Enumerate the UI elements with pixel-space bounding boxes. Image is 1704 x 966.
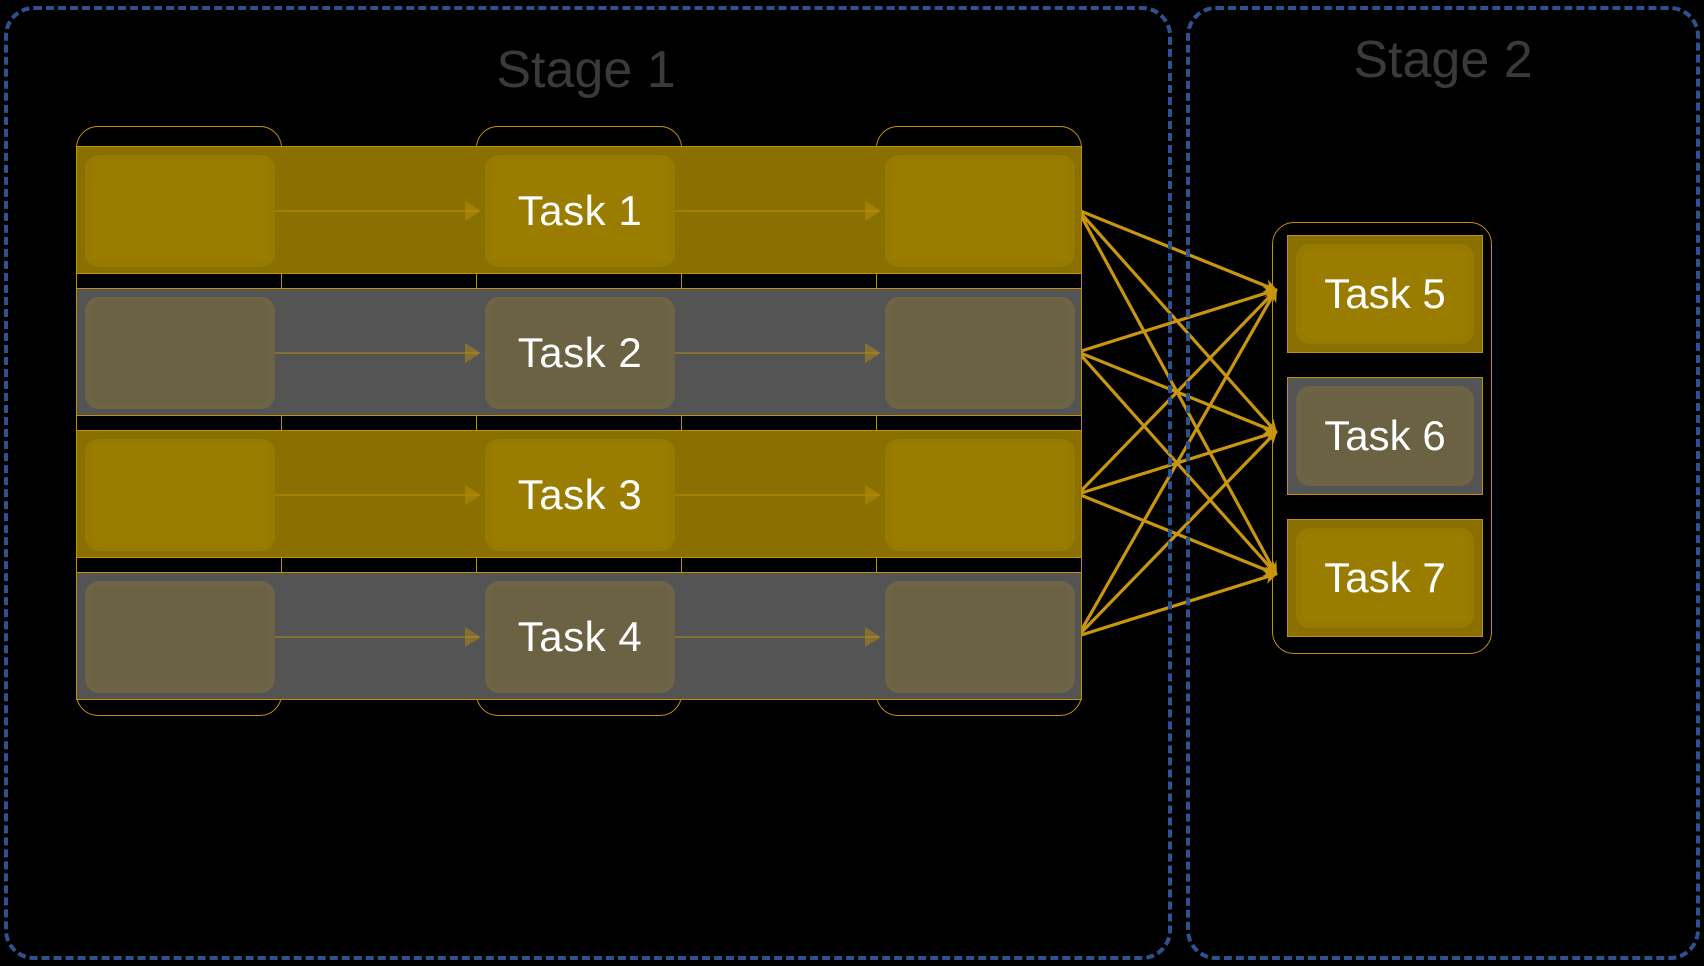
row-arrow-right-icon bbox=[675, 343, 881, 363]
stage-2-task[interactable]: Task 7 bbox=[1287, 519, 1483, 637]
task-cell-center bbox=[485, 155, 675, 267]
task-cell-right bbox=[885, 581, 1075, 693]
task-cell-center bbox=[485, 581, 675, 693]
stage-2-task-group: Task 5 Task 6 Task 7 bbox=[1272, 222, 1492, 654]
stage-2-container bbox=[1186, 6, 1700, 960]
task-cell-left bbox=[85, 297, 275, 409]
task-cell-fill bbox=[1296, 386, 1474, 486]
task-cell-fill bbox=[1296, 244, 1474, 344]
row-arrow-left-icon bbox=[275, 343, 481, 363]
task-cell-left bbox=[85, 155, 275, 267]
stage-1-label: Stage 1 bbox=[496, 41, 676, 99]
row-arrow-left-icon bbox=[275, 201, 481, 221]
row-arrow-right-icon bbox=[675, 201, 881, 221]
stage-1-task-row[interactable]: Task 3 bbox=[76, 430, 1082, 558]
row-arrow-right-icon bbox=[675, 627, 881, 647]
task-cell-left bbox=[85, 439, 275, 551]
task-label: Task 7 bbox=[1324, 554, 1446, 601]
stage-2-task[interactable]: Task 6 bbox=[1287, 377, 1483, 495]
row-arrow-left-icon bbox=[275, 627, 481, 647]
task-cell-left bbox=[85, 581, 275, 693]
stage-2-task[interactable]: Task 5 bbox=[1287, 235, 1483, 353]
stage-1-column-0 bbox=[76, 126, 282, 716]
task-label: Task 6 bbox=[1324, 412, 1446, 459]
task-cell-center bbox=[485, 439, 675, 551]
task-cell-right bbox=[885, 297, 1075, 409]
task-cell-fill bbox=[1296, 528, 1474, 628]
stage-1-task-row[interactable]: Task 4 bbox=[76, 572, 1082, 700]
stage-1-container bbox=[4, 6, 1172, 960]
task-cell-right bbox=[885, 439, 1075, 551]
stage-1-column-1 bbox=[476, 126, 682, 716]
stage-2-label: Stage 2 bbox=[1353, 31, 1533, 89]
task-cell-right bbox=[885, 155, 1075, 267]
task-cell-center bbox=[485, 297, 675, 409]
stage-1-task-row[interactable]: Task 2 bbox=[76, 288, 1082, 416]
stage-1-task-row[interactable]: Task 1 bbox=[76, 146, 1082, 274]
row-arrow-right-icon bbox=[675, 485, 881, 505]
row-arrow-left-icon bbox=[275, 485, 481, 505]
stage-1-task-grid: Task 1 Task 2 Task 3 Task 4 bbox=[64, 126, 1086, 716]
stage-1-column-2 bbox=[876, 126, 1082, 716]
task-label: Task 5 bbox=[1324, 270, 1446, 317]
